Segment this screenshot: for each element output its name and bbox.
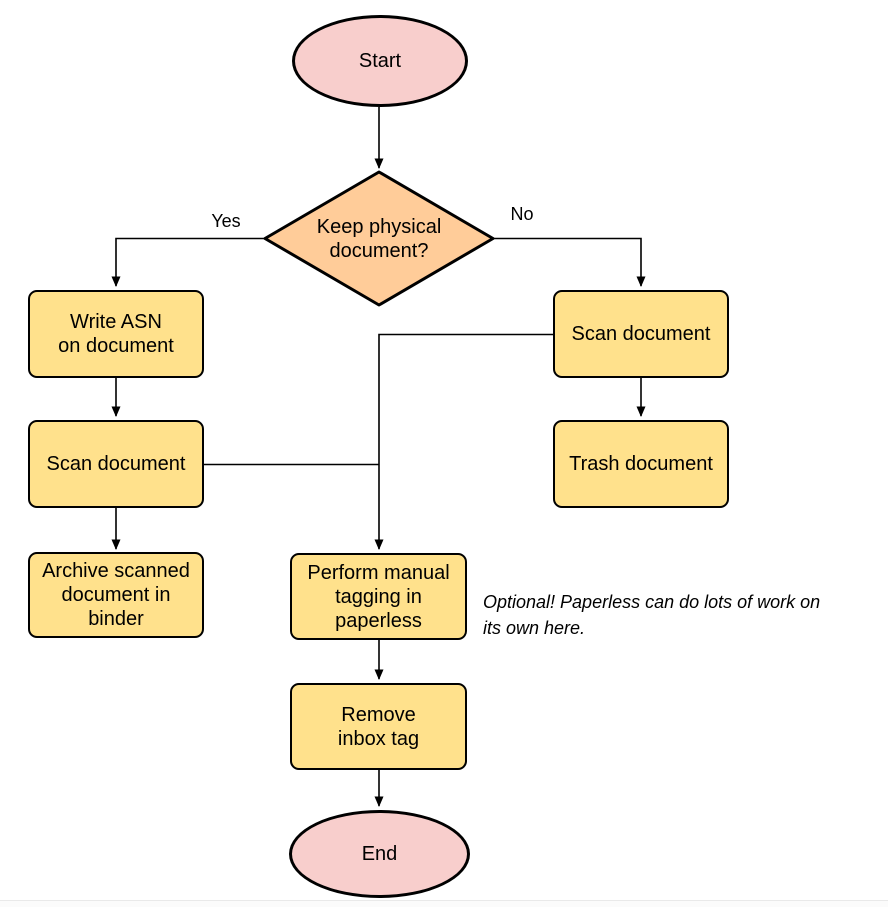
node-end: End (289, 810, 470, 898)
edge-label-yes: Yes (211, 211, 241, 231)
connector-decision-no-to-scan-right (493, 237, 646, 287)
bottom-divider (0, 900, 888, 907)
decision-diamond-shape (263, 170, 495, 307)
node-trash: Trash document (553, 420, 729, 508)
node-scan-left: Scan document (28, 420, 204, 508)
node-scan-left-label: Scan document (46, 453, 186, 475)
annotation-optional-note: Optional! Paperless can do lots of work … (483, 592, 821, 638)
node-scan-right-label: Scan document (571, 323, 711, 345)
node-start: Start (292, 15, 468, 107)
node-write-asn-label: Write ASN on document (58, 311, 174, 357)
node-end-label: End (361, 843, 398, 865)
edge-label-no: No (510, 204, 534, 224)
node-archive: Archive scanned document in binder (28, 552, 204, 638)
node-start-label: Start (358, 50, 402, 72)
node-write-asn: Write ASN on document (28, 290, 204, 378)
node-tagging-label: Perform manual tagging in paperless (307, 561, 450, 632)
connector-decision-yes-to-write-asn (111, 237, 265, 287)
node-tagging: Perform manual tagging in paperless (290, 553, 467, 640)
node-remove-inbox: Remove inbox tag (290, 683, 467, 770)
node-trash-label: Trash document (569, 453, 713, 475)
node-remove-inbox-label: Remove inbox tag (337, 703, 420, 750)
connector-scan-right-to-tagging (374, 333, 553, 550)
node-archive-label: Archive scanned document in binder (42, 560, 190, 630)
node-scan-right: Scan document (553, 290, 729, 378)
